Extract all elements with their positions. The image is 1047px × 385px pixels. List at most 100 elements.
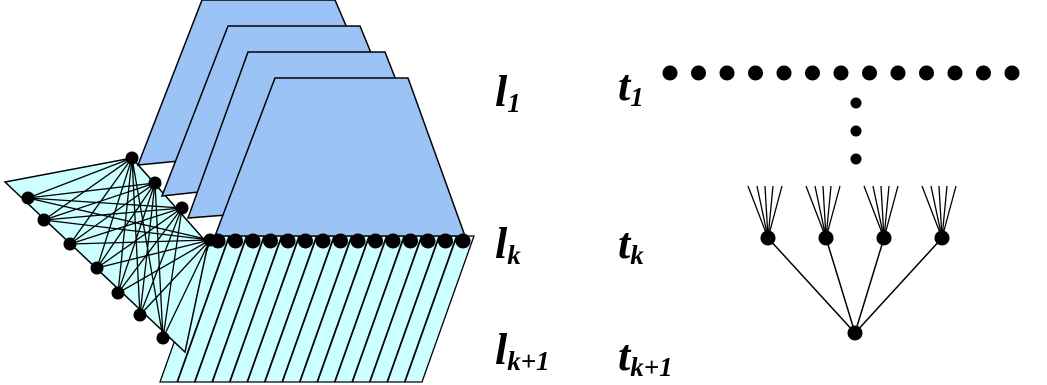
connection-line xyxy=(27,157,133,199)
connection-node xyxy=(203,233,217,247)
connection-line xyxy=(96,239,211,269)
tree-node-t1 xyxy=(691,65,706,81)
ellipsis-dot xyxy=(850,125,862,137)
tree-node-t1 xyxy=(719,65,735,81)
fanout-line xyxy=(825,185,841,239)
connection-node xyxy=(37,213,51,227)
layer-k1-connection-slab xyxy=(3,157,211,354)
tree-edge xyxy=(825,237,856,334)
connection-line xyxy=(139,239,211,316)
fanout-line xyxy=(805,185,827,239)
layer-k-node xyxy=(228,233,243,249)
layer-k-node xyxy=(280,233,296,249)
connection-line xyxy=(43,157,133,221)
label-l1: l1 xyxy=(495,67,521,118)
label-lk: lk xyxy=(495,219,521,270)
fanout-line xyxy=(941,185,957,239)
fanout-line xyxy=(756,185,769,239)
tree-node-t1 xyxy=(748,65,763,81)
tree-structure xyxy=(662,65,1020,341)
connection-nodes xyxy=(21,151,217,345)
layer-k-node xyxy=(315,233,331,249)
connection-node xyxy=(90,261,104,275)
tree-edge xyxy=(767,237,856,334)
fanout-line xyxy=(930,185,943,239)
layer-k-node xyxy=(455,233,471,249)
connection-node xyxy=(148,176,162,190)
connection-line xyxy=(69,157,133,245)
connection-node xyxy=(175,201,189,215)
connection-node xyxy=(21,191,35,205)
fanout-line xyxy=(767,185,774,239)
fanout-line xyxy=(747,185,769,239)
tree-node-t1 xyxy=(890,65,906,81)
fanout-line xyxy=(938,185,943,239)
layer-k-node xyxy=(403,233,418,249)
layer-k-nodes xyxy=(210,233,471,249)
layer-k1-slices xyxy=(159,235,475,383)
ellipsis-dot xyxy=(850,97,862,109)
connection-line xyxy=(162,207,183,339)
layer-k-node xyxy=(298,233,313,249)
tree-node-t1 xyxy=(805,65,820,81)
connection-node xyxy=(125,151,139,165)
layer-k-node xyxy=(420,233,436,249)
connection-line xyxy=(117,157,133,294)
layer-k-node xyxy=(350,233,366,249)
fanout-line xyxy=(825,185,832,239)
ellipsis-dot xyxy=(850,153,862,165)
tree-node-t1 xyxy=(833,65,849,81)
connection-node xyxy=(111,286,125,300)
tree-node-tk xyxy=(818,230,834,246)
connection-line xyxy=(27,197,211,241)
connection-line xyxy=(154,182,164,339)
label-tk1: tk+1 xyxy=(618,331,673,382)
connection-lattice xyxy=(27,157,211,339)
tree-node-tk1 xyxy=(847,325,863,341)
connection-line xyxy=(131,157,164,339)
tree-edge xyxy=(854,237,943,334)
connection-node xyxy=(156,331,170,345)
tree-node-t1 xyxy=(919,65,934,81)
fanout-line xyxy=(764,185,769,239)
layer-k-node xyxy=(333,233,348,249)
tree-node-t1 xyxy=(976,65,991,81)
connection-line xyxy=(162,239,211,339)
fanout-line xyxy=(880,185,885,239)
layer-k-node xyxy=(368,233,383,249)
tree-node-t1 xyxy=(1004,65,1020,81)
connection-line xyxy=(96,182,156,269)
tree-edge xyxy=(854,237,885,334)
connection-line xyxy=(96,207,183,269)
connection-line xyxy=(117,207,183,294)
connection-line xyxy=(131,157,141,316)
layer-k-node xyxy=(438,233,453,249)
tree-node-t1 xyxy=(947,65,963,81)
fanout-line xyxy=(941,185,948,239)
connection-line xyxy=(117,239,211,294)
label-lk1: lk+1 xyxy=(495,325,550,376)
tree-node-t1 xyxy=(776,65,792,81)
tree-node-tk xyxy=(760,230,776,246)
label-t1: t1 xyxy=(618,61,644,112)
layer-k-node xyxy=(263,233,278,249)
connection-line xyxy=(43,207,183,221)
fanout-line xyxy=(872,185,885,239)
tree-node-tk xyxy=(934,230,950,246)
layer-stack xyxy=(136,0,467,237)
label-tk: tk xyxy=(618,219,644,270)
fanout-line xyxy=(814,185,827,239)
fanout-line xyxy=(863,185,885,239)
layer-k-node xyxy=(245,233,261,249)
connection-line xyxy=(43,182,156,221)
connection-line xyxy=(139,207,183,316)
connection-line xyxy=(69,239,211,245)
fanout-line xyxy=(921,185,943,239)
fanout-line xyxy=(883,185,899,239)
fanout-line xyxy=(883,185,890,239)
connection-line xyxy=(69,182,156,245)
layer-k-node xyxy=(385,233,401,249)
fanout-line xyxy=(822,185,827,239)
